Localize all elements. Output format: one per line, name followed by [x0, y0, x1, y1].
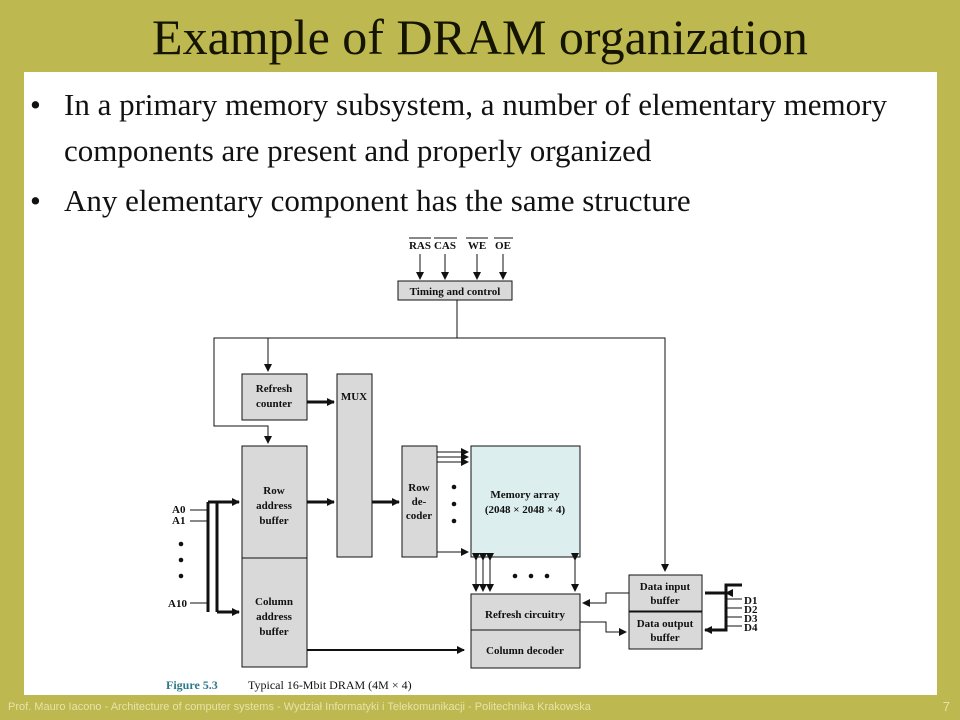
control-lines	[213, 300, 669, 572]
row-decoder-label: coder	[406, 510, 432, 522]
row-address-buffer-label: buffer	[259, 515, 288, 527]
column-address-buffer-label: Column	[255, 596, 293, 608]
bullet-item: • In a primary memory subsystem, a numbe…	[30, 82, 924, 174]
data-line-d3: D3	[744, 613, 758, 625]
oe-label: OE	[495, 240, 511, 252]
array-column-lines	[472, 553, 579, 592]
bullet-marker: •	[30, 87, 41, 122]
data-buffer-lines	[580, 583, 742, 636]
refresh-counter-label: counter	[256, 398, 292, 410]
row-decoder-label: Row	[408, 482, 429, 494]
data-line-d4: D4	[744, 622, 758, 634]
row-decoder-dots	[451, 484, 457, 524]
timing-control-label: Timing and control	[410, 286, 501, 298]
column-dots	[512, 573, 550, 579]
content-area: • In a primary memory subsystem, a numbe…	[24, 72, 937, 695]
refresh-counter-label: Refresh	[256, 383, 292, 395]
we-label: WE	[468, 240, 486, 252]
bullet-marker: •	[30, 183, 41, 218]
timing-control-box	[397, 280, 513, 301]
data-input-buffer-label: Data input	[640, 581, 691, 593]
control-arrows	[416, 254, 507, 280]
data-input-buffer-label: buffer	[650, 595, 679, 607]
data-output-buffer-label: Data output	[637, 618, 694, 630]
data-line-d1: D1	[744, 595, 757, 607]
mux-box	[336, 373, 373, 558]
row-decoder-box	[401, 445, 438, 558]
memory-array-label: (2048 × 2048 × 4)	[485, 504, 566, 516]
bullet-text: Any elementary component has the same st…	[64, 183, 691, 218]
address-lines	[190, 498, 240, 616]
row-decoder-label: de-	[412, 496, 427, 508]
address-input-a10: A10	[168, 598, 187, 610]
page-number: 7	[942, 699, 950, 714]
data-line-d2: D2	[744, 604, 758, 616]
footer-text: Prof. Mauro Iacono - Architecture of com…	[8, 701, 591, 713]
ras-label: RAS	[409, 240, 431, 252]
cas-label: CAS	[434, 240, 456, 252]
row-address-buffer-label: address	[256, 500, 293, 512]
slide-title: Example of DRAM organization	[152, 9, 808, 65]
column-address-buffer-box	[241, 557, 308, 668]
figure-caption-label: Figure 5.3	[166, 678, 218, 692]
row-address-buffer-label: Row	[263, 485, 284, 497]
control-signal-labels: RAS CAS WE OE	[409, 240, 511, 252]
column-decoder-label: Column decoder	[486, 645, 564, 657]
data-output-buffer-box	[628, 611, 703, 650]
refresh-circuitry-label: Refresh circuitry	[485, 609, 565, 621]
column-address-buffer-label: address	[256, 611, 293, 623]
memory-array-box	[470, 445, 581, 558]
data-line-labels: D1 D2 D3 D4	[744, 595, 758, 634]
column-address-buffer-label: buffer	[259, 626, 288, 638]
mux-label: MUX	[341, 391, 367, 403]
address-input-a1: A1	[172, 515, 185, 527]
bullet-item: • Any elementary component has the same …	[30, 178, 924, 224]
row-address-buffer-box	[241, 445, 308, 559]
bullet-text: In a primary memory subsystem, a number …	[64, 87, 887, 168]
figure-caption-text: Typical 16-Mbit DRAM (4M × 4)	[248, 678, 412, 692]
address-dots	[178, 541, 184, 579]
address-input-a0: A0	[172, 504, 186, 516]
data-output-buffer-label: buffer	[650, 632, 679, 644]
refresh-counter-box	[241, 373, 308, 421]
internal-buses	[307, 398, 469, 654]
data-input-buffer-box	[628, 574, 703, 612]
dram-diagram: RAS CAS WE OE Timing and control R	[166, 237, 758, 692]
column-decoder-box	[470, 629, 581, 669]
memory-array-label: Memory array	[490, 489, 560, 501]
